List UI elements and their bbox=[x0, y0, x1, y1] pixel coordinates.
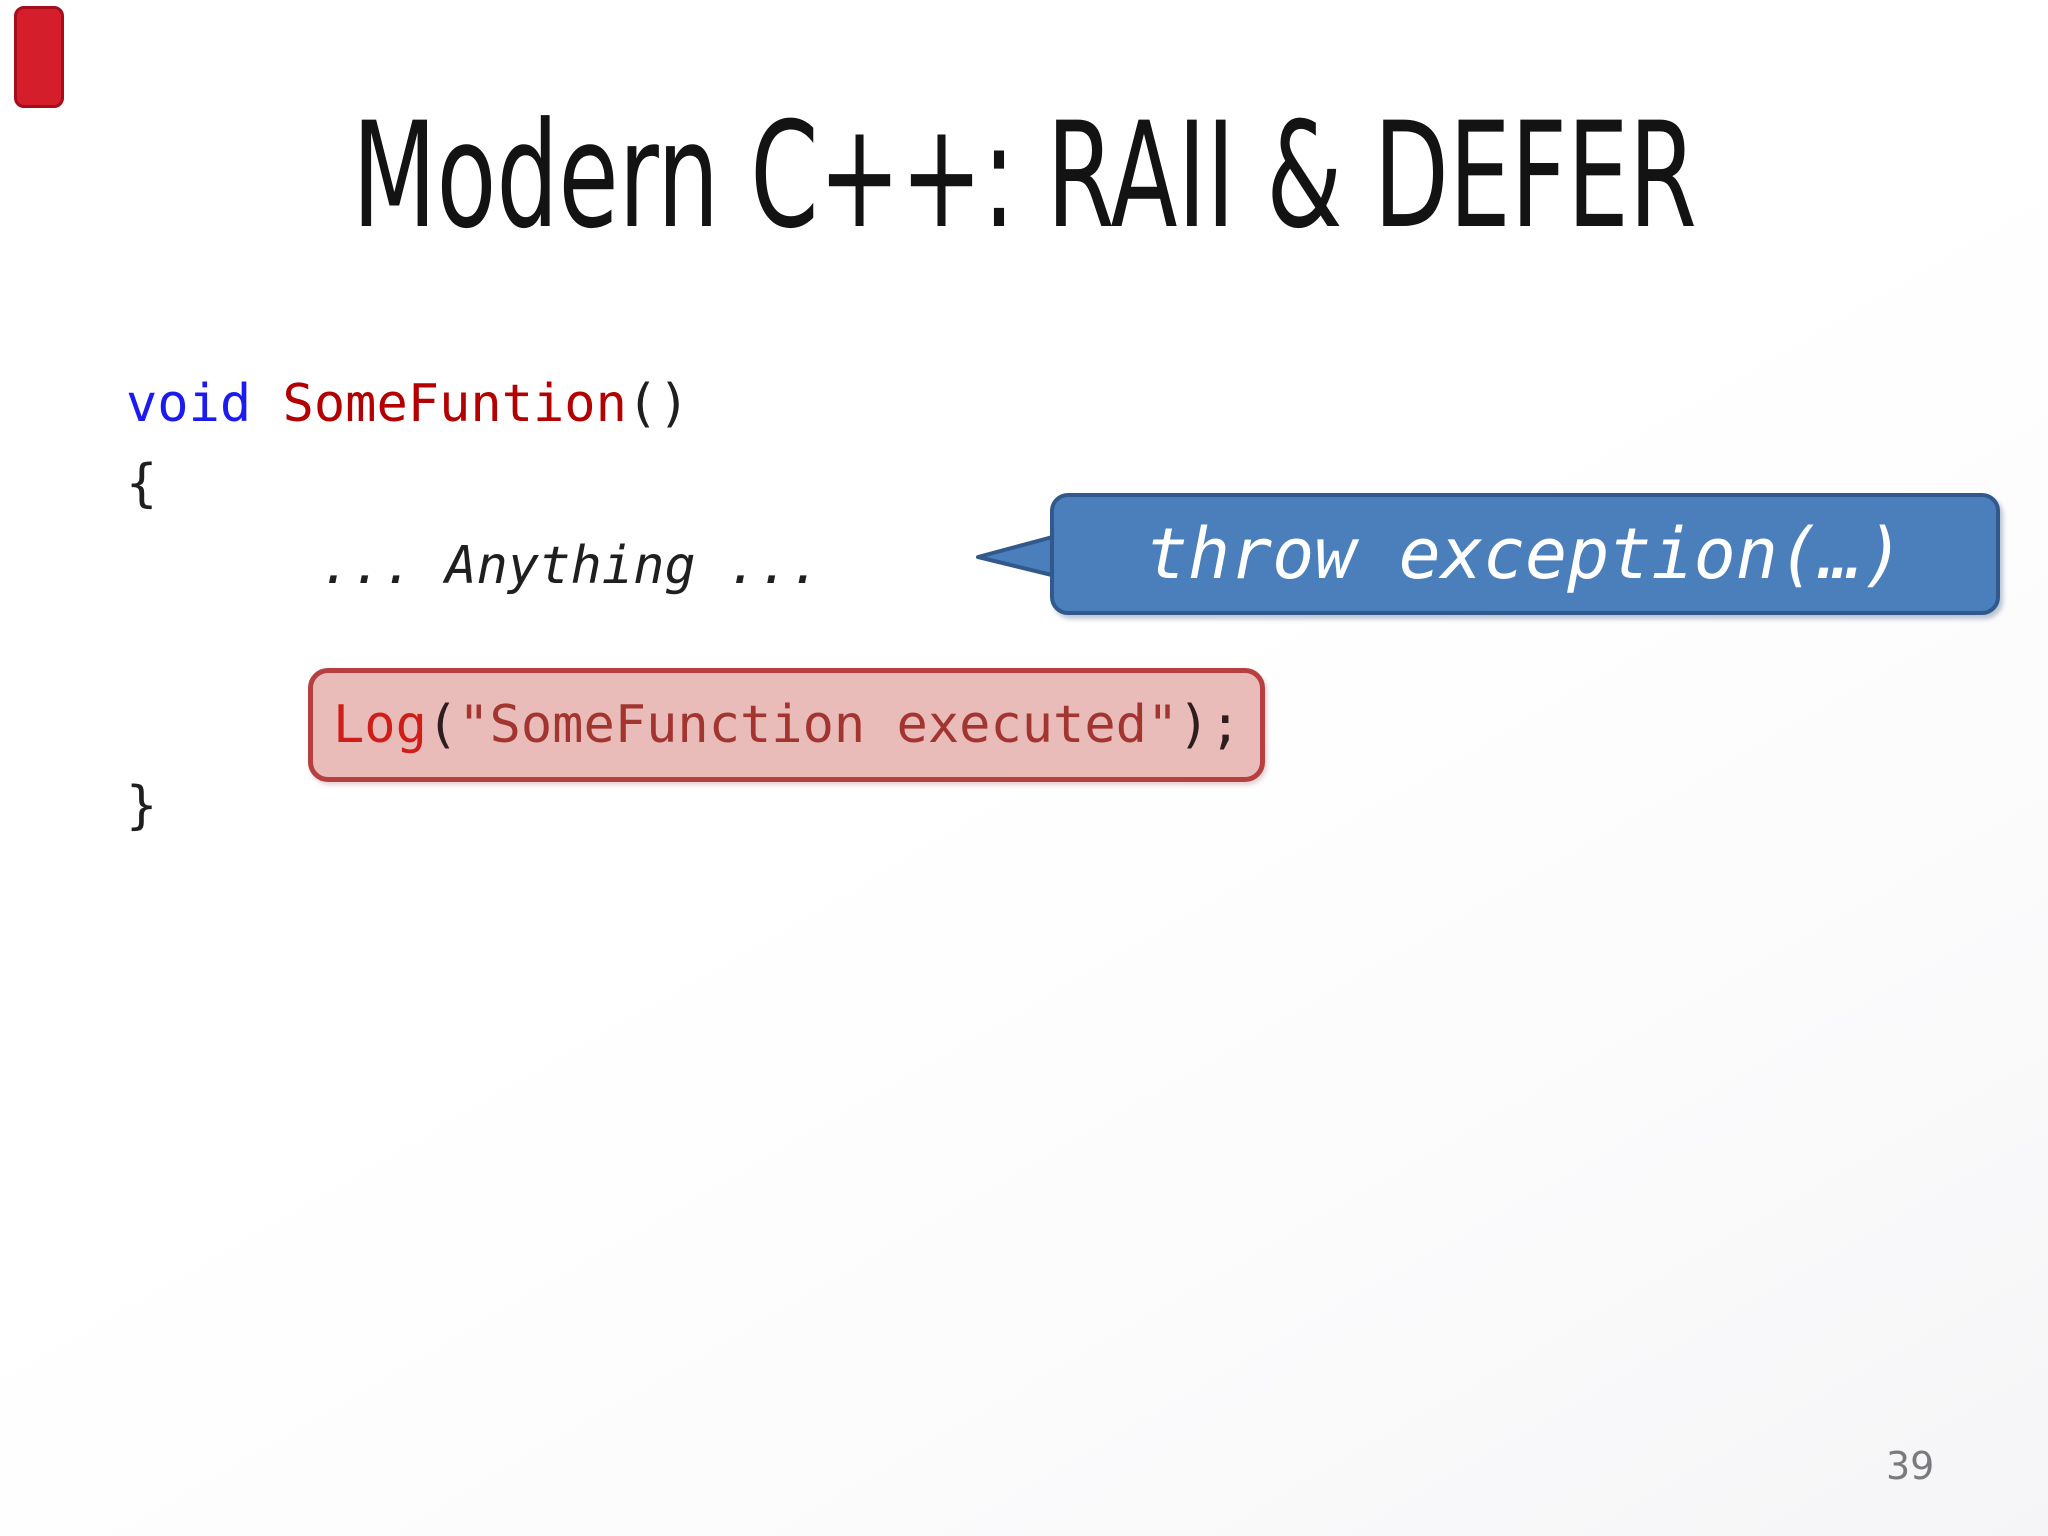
code-open-brace: { bbox=[126, 454, 158, 514]
slide-title-text: Modern C++: RAII & DEFER bbox=[351, 91, 1697, 261]
callout-text: throw exception(…) bbox=[1145, 513, 1905, 595]
code-keyword-void: void bbox=[126, 374, 283, 434]
exception-callout: throw exception(…) bbox=[1050, 493, 2000, 615]
log-close-semicolon: ); bbox=[1178, 695, 1241, 755]
callout-tail bbox=[976, 533, 1062, 579]
page-number: 39 bbox=[1886, 1444, 1935, 1488]
code-anything-line: ... Anything ... bbox=[320, 536, 821, 596]
log-call-box: Log("SomeFunction executed"); bbox=[308, 668, 1265, 782]
code-line-function-signature: void SomeFuntion() bbox=[126, 378, 690, 430]
log-function-name: Log bbox=[333, 695, 427, 755]
log-string-literal: "SomeFunction executed" bbox=[458, 695, 1179, 755]
code-close-brace: } bbox=[126, 776, 158, 836]
slide-title: Modern C++: RAII & DEFER bbox=[0, 96, 2048, 257]
code-function-name: SomeFuntion bbox=[282, 374, 627, 434]
log-open-paren: ( bbox=[426, 695, 459, 755]
code-call-parens: () bbox=[626, 374, 690, 434]
red-accent-bar bbox=[14, 6, 64, 108]
